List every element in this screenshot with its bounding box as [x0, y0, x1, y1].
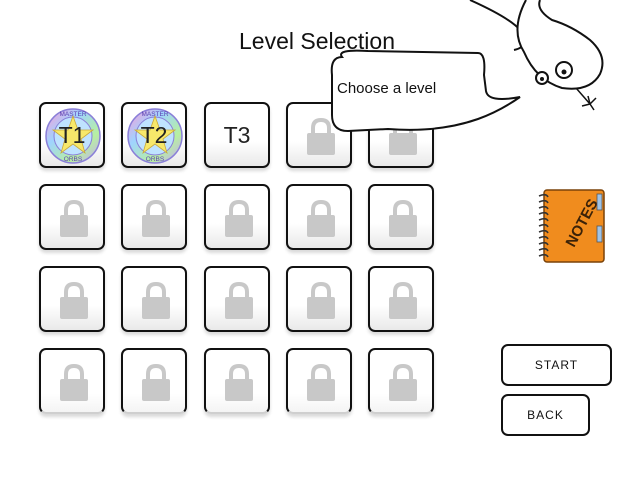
level-tile-locked[interactable]	[286, 266, 352, 332]
level-tile-locked[interactable]	[286, 184, 352, 250]
speech-text: Choose a level	[337, 80, 437, 97]
lock-icon	[389, 364, 417, 401]
medal-bottom-text: ORBS	[146, 156, 165, 163]
medal-top-text: MASTER	[141, 111, 168, 118]
level-tile-locked[interactable]	[204, 184, 270, 250]
lock-icon	[307, 364, 335, 401]
notes-notebook-icon[interactable]: NOTES	[536, 188, 608, 266]
lock-icon	[60, 282, 88, 319]
lock-icon	[60, 200, 88, 237]
lock-icon	[225, 282, 253, 319]
lock-icon	[225, 364, 253, 401]
lock-icon	[307, 200, 335, 237]
master-orbs-medal-icon: MASTER ORBS	[127, 108, 183, 164]
lock-icon	[142, 282, 170, 319]
lock-icon	[307, 118, 335, 155]
start-button[interactable]: START	[501, 344, 612, 386]
level-label: T1	[58, 121, 86, 148]
level-tile-t2[interactable]: MASTER ORBS T2	[121, 102, 187, 168]
level-tile-locked[interactable]	[368, 184, 434, 250]
level-tile-locked[interactable]	[39, 266, 105, 332]
level-tile-locked[interactable]	[39, 184, 105, 250]
speech-bubble	[330, 49, 521, 133]
lock-icon	[225, 200, 253, 237]
level-tile-locked[interactable]	[121, 184, 187, 250]
lock-icon	[307, 282, 335, 319]
lock-icon	[142, 200, 170, 237]
lock-icon	[389, 200, 417, 237]
lock-icon	[389, 282, 417, 319]
medal-top-text: MASTER	[59, 111, 86, 118]
level-tile-locked[interactable]	[39, 348, 105, 414]
level-tile-locked[interactable]	[121, 348, 187, 414]
level-tile-locked[interactable]	[204, 266, 270, 332]
level-label: T2	[140, 121, 168, 148]
level-tile-t1[interactable]: MASTER ORBS T1	[39, 102, 105, 168]
level-tile-locked[interactable]	[121, 266, 187, 332]
level-tile-locked[interactable]	[286, 348, 352, 414]
back-button[interactable]: BACK	[501, 394, 590, 436]
lock-icon	[142, 364, 170, 401]
level-tile-locked[interactable]	[368, 266, 434, 332]
lock-icon	[60, 364, 88, 401]
medal-bottom-text: ORBS	[64, 156, 83, 163]
level-tile-locked[interactable]	[368, 348, 434, 414]
level-tile-t3[interactable]: T3	[204, 102, 270, 168]
snake-mascot-icon	[469, 0, 604, 111]
master-orbs-medal-icon: MASTER ORBS	[45, 108, 101, 164]
level-label: T3	[223, 121, 251, 148]
level-tile-locked[interactable]	[204, 348, 270, 414]
